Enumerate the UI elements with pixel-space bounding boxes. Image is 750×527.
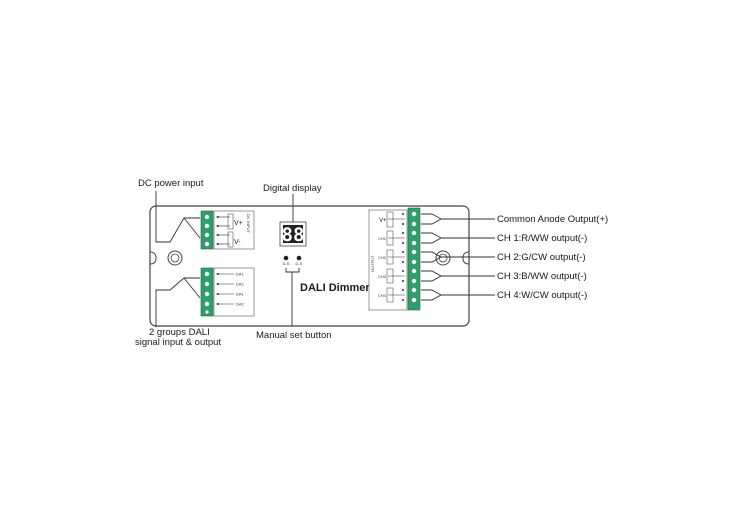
- output-terminal-block: [407, 207, 421, 311]
- output-ch1-label: CH1: [378, 236, 387, 241]
- dali-terminal-4: DA2: [236, 302, 245, 307]
- output-ch3-label: CH3: [378, 274, 387, 279]
- left-mounting-ear: [149, 250, 183, 266]
- power-terminal-block: [200, 210, 214, 250]
- callout-digital-display: Digital display: [263, 183, 322, 194]
- dali-label-box: [213, 267, 255, 317]
- output-side-label: OUTPUT: [370, 255, 375, 272]
- power-vplus-label: V+: [234, 220, 243, 227]
- output-ch4-label: CH4: [378, 293, 387, 298]
- dali-terminal-block: [200, 267, 214, 317]
- dali-terminal-2: DA2: [236, 282, 245, 287]
- callout-manual-set-button: Manual set button: [256, 330, 332, 341]
- digital-display: 88: [279, 221, 307, 247]
- callout-ch3: CH 3:B/WW output(-): [497, 271, 587, 282]
- device-name: DALI Dimmer: [300, 282, 370, 294]
- callout-dc-power-input: DC power input: [138, 178, 204, 189]
- callout-ch1: CH 1:R/WW output(-): [497, 233, 587, 244]
- output-label-box: [368, 209, 408, 311]
- power-vminus-label: V-: [234, 239, 241, 246]
- callout-common-anode: Common Anode Output(+): [497, 214, 608, 225]
- manual-set-buttons: [283, 255, 302, 261]
- dali-terminal-3: DA1: [236, 292, 245, 297]
- dali-terminal-1: DA1: [236, 272, 245, 277]
- power-label-box: [213, 210, 255, 250]
- output-vplus-label: V+: [379, 218, 387, 224]
- output-ch2-label: CH2: [378, 255, 387, 260]
- callout-ch4: CH 4:W/CW output(-): [497, 290, 587, 301]
- callout-ch2: CH 2:G/CW output(-): [497, 252, 586, 263]
- button-label-right: D-S: [296, 261, 303, 266]
- callout-lines: [155, 191, 495, 327]
- callout-dali-groups-line2: signal input & output: [135, 337, 221, 348]
- display-digits: 88: [282, 224, 305, 246]
- callout-dali-groups-line1: 2 groups DALI: [149, 327, 210, 338]
- set-button-left[interactable]: [283, 255, 289, 261]
- button-label-left: D-S: [283, 261, 290, 266]
- set-button-right[interactable]: [296, 255, 302, 261]
- dc-input-side-label: DC INPUT: [246, 214, 251, 233]
